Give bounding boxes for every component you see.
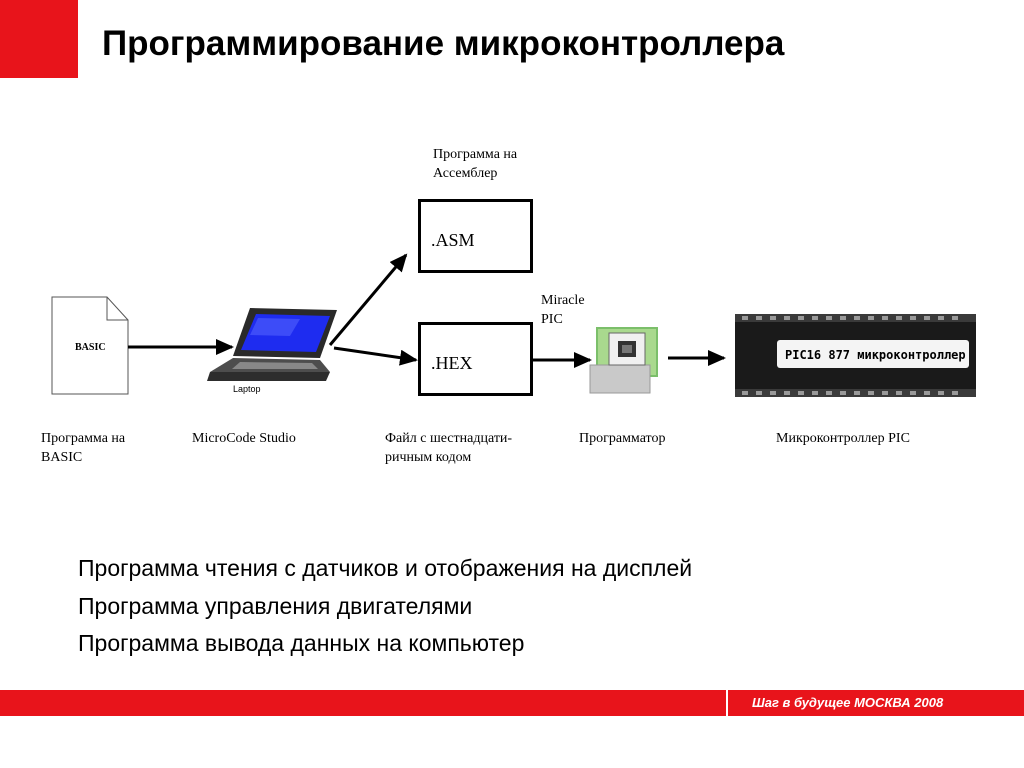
miracle-caption-line1: Miracle: [541, 293, 585, 308]
asm-caption: Программа на Ассемблер: [433, 145, 517, 183]
basic-caption-line1: Программа на: [41, 431, 126, 446]
list-item: Программа вывода данных на компьютер: [78, 630, 525, 656]
slide-title: Программирование микроконтроллера: [102, 24, 785, 63]
list-item: Программа чтения с датчиков и отображени…: [78, 555, 693, 581]
list-item: Программа управления двигателями: [78, 592, 473, 619]
asm-caption-line1: Программа на: [433, 147, 518, 162]
footer-separator: [726, 690, 728, 716]
programmer-caption: Программатор: [579, 431, 666, 446]
mcu-caption: Микроконтроллер PIC: [776, 431, 910, 446]
miracle-caption-line2: PIC: [541, 312, 563, 327]
basic-caption-line2: BASIC: [41, 450, 83, 465]
footer-text: Шаг в будущее МОСКВА 2008: [752, 695, 944, 710]
chip-programmer-icon: [589, 327, 658, 394]
microcontroller-chip-icon: [735, 314, 976, 397]
document-icon: [51, 296, 129, 395]
laptop-icon: [207, 308, 337, 381]
asm-box-label: .ASM: [431, 230, 475, 250]
asm-box: .ASM: [418, 199, 533, 273]
program-list: Программа чтения с датчиков и отображени…: [78, 550, 692, 663]
basic-doc-label: BASIC: [75, 342, 106, 353]
hex-caption-line1: Файл с шестнадцати-: [385, 431, 513, 446]
asm-caption-line2: Ассемблер: [433, 166, 498, 181]
miracle-pic-caption: Miracle PIC: [541, 291, 585, 329]
arrow-laptop-to-hex: [333, 346, 418, 366]
title-accent-block: [0, 0, 78, 78]
laptop-label: Laptop: [233, 384, 261, 394]
basic-caption: Программа на BASIC: [41, 429, 125, 467]
arrow-laptop-to-asm: [328, 253, 408, 346]
hex-box-label: .HEX: [431, 353, 473, 373]
footer-bar: Шаг в будущее МОСКВА 2008: [0, 690, 1024, 716]
hex-caption-line2: ричным кодом: [385, 450, 472, 465]
mcu-chip-text: PIC16 877 микроконтроллер: [785, 348, 966, 362]
hex-box: .HEX: [418, 322, 533, 396]
microcode-caption: MicroCode Studio: [192, 431, 296, 446]
hex-caption: Файл с шестнадцати- ричным кодом: [385, 429, 512, 467]
